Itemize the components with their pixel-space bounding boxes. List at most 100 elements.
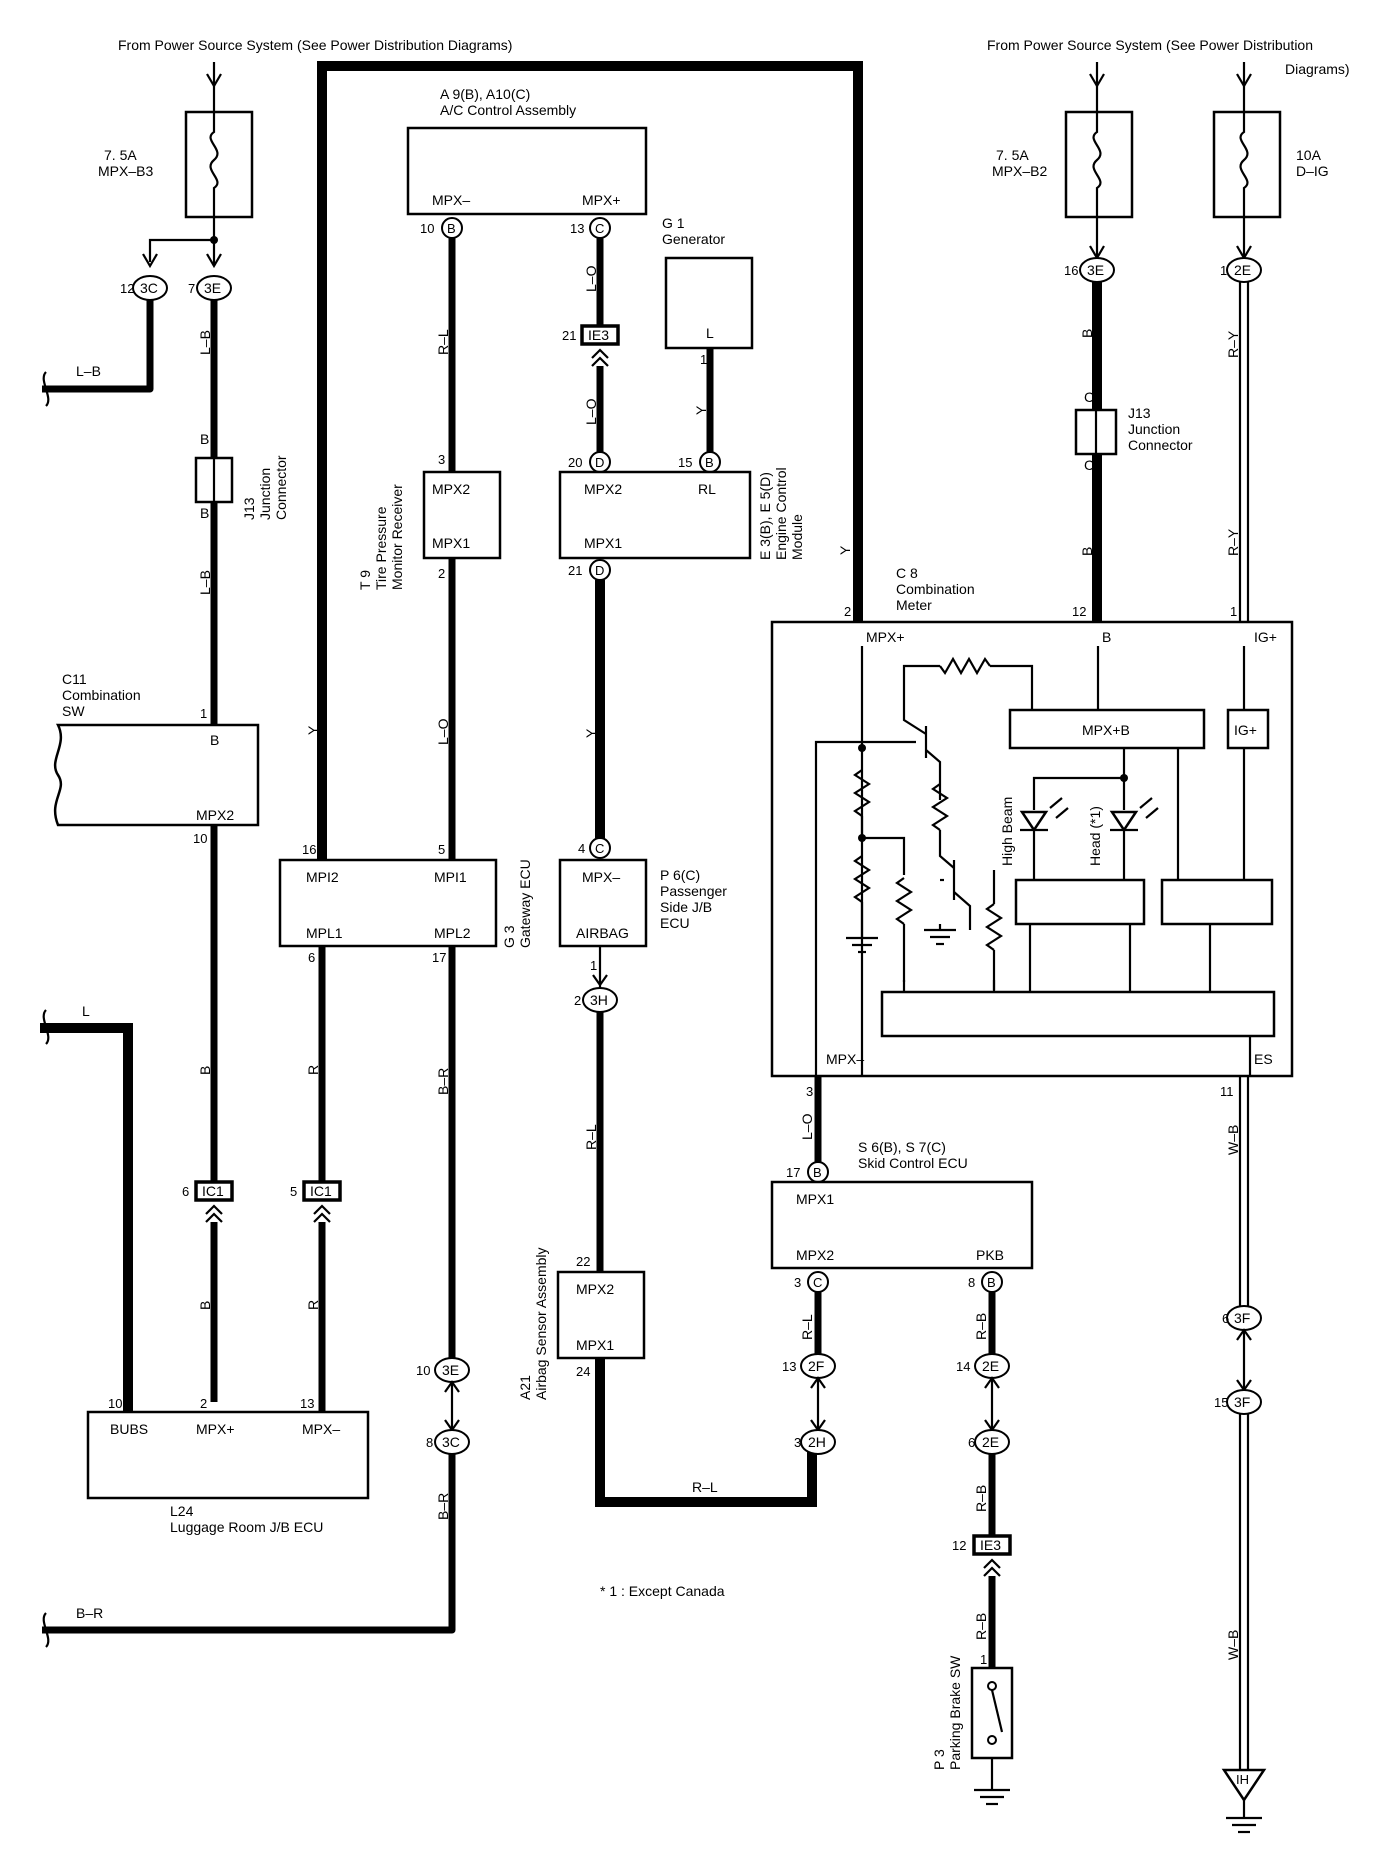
svg-text:2E: 2E — [1234, 262, 1251, 278]
combination-switch-c11: C11 Combination SW B MPX2 1 10 — [53, 671, 260, 846]
svg-text:16: 16 — [1064, 263, 1078, 278]
svg-text:10A: 10A — [1296, 147, 1322, 163]
svg-text:C: C — [595, 221, 604, 236]
connector-ic1-a: IC1 6 — [182, 1180, 234, 1223]
connector-2f: 2F 13 — [782, 1353, 836, 1379]
svg-text:3: 3 — [794, 1435, 801, 1450]
footnote: * 1 : Except Canada — [600, 1583, 725, 1599]
svg-text:10: 10 — [420, 221, 434, 236]
connector-3e-3c-arrows — [444, 1380, 460, 1432]
svg-text:2H: 2H — [808, 1434, 826, 1450]
wire-label-lb-3: L–B — [197, 570, 213, 595]
wire-label-y-loop-right: Y — [837, 545, 853, 555]
svg-text:3C: 3C — [140, 280, 158, 296]
svg-text:Combination: Combination — [896, 581, 975, 597]
svg-text:B: B — [705, 455, 714, 470]
connector-3e-c: 3E 10 — [416, 1357, 470, 1383]
svg-text:Head (*1): Head (*1) — [1087, 806, 1103, 866]
svg-text:3F: 3F — [1234, 1310, 1250, 1326]
svg-text:15: 15 — [678, 455, 692, 470]
wire-label-br-1: B–R — [435, 1068, 451, 1095]
svg-text:7: 7 — [188, 281, 195, 296]
svg-text:2F: 2F — [808, 1358, 824, 1374]
wire-label-lo-ac: L–O — [583, 265, 599, 292]
source-note-right: From Power Source System (See Power Dist… — [987, 37, 1313, 53]
svg-text:MPX–: MPX– — [432, 192, 470, 208]
svg-text:21: 21 — [568, 563, 582, 578]
svg-text:6: 6 — [182, 1184, 189, 1199]
svg-text:B: B — [987, 1275, 996, 1290]
passenger-side-jb-ecu: MPX– AIRBAG P 6(C) Passenger Side J/B EC… — [558, 858, 727, 973]
svg-text:3F: 3F — [1234, 1394, 1250, 1410]
svg-text:14: 14 — [956, 1359, 970, 1374]
svg-text:3C: 3C — [442, 1434, 460, 1450]
wire-label-wb-1: W–B — [1225, 1125, 1241, 1155]
skid-pin-c-3: C 3 — [794, 1271, 829, 1293]
skid-pin-b-8: B 8 — [968, 1271, 1003, 1293]
fuse-mpx-b3: 7. 5A MPX–B3 — [98, 110, 254, 219]
wire-label-l: L — [82, 1003, 90, 1019]
svg-text:MPX–B3: MPX–B3 — [98, 163, 153, 179]
svg-text:7. 5A: 7. 5A — [996, 147, 1029, 163]
svg-text:17: 17 — [432, 950, 446, 965]
pin-2-tire: 2 — [438, 566, 445, 581]
svg-text:3E: 3E — [204, 280, 221, 296]
wire-label-rl-pass: R–L — [583, 1124, 599, 1150]
junction-j13-left: B B J13 Junction Connector — [194, 431, 289, 521]
svg-text:5: 5 — [290, 1184, 297, 1199]
svg-text:E 3(B), E 5(D): E 3(B), E 5(D) — [757, 472, 773, 560]
svg-text:13: 13 — [300, 1396, 314, 1411]
svg-text:4: 4 — [578, 841, 585, 856]
svg-text:13: 13 — [570, 221, 584, 236]
svg-text:P 3: P 3 — [931, 1749, 947, 1770]
svg-text:13: 13 — [782, 1359, 796, 1374]
svg-text:J13: J13 — [241, 497, 257, 520]
ecm-pin-d-21: D 21 — [568, 559, 611, 581]
svg-text:11: 11 — [1220, 1084, 1234, 1099]
svg-text:12: 12 — [952, 1538, 966, 1553]
connector-2h: 2H 3 — [794, 1429, 836, 1455]
connector-3h: 3H 2 — [574, 987, 618, 1013]
svg-text:B: B — [210, 732, 219, 748]
svg-text:B: B — [447, 221, 456, 236]
svg-text:12: 12 — [1072, 604, 1086, 619]
svg-text:IC1: IC1 — [202, 1183, 224, 1199]
wire-y-loop — [317, 61, 863, 860]
svg-text:J13: J13 — [1128, 405, 1151, 421]
svg-text:MPX1: MPX1 — [584, 535, 622, 551]
svg-text:1: 1 — [700, 352, 707, 367]
connector-3e-a: 3E 7 — [188, 275, 232, 301]
svg-text:1: 1 — [1220, 263, 1227, 278]
svg-text:Airbag Sensor Assembly: Airbag Sensor Assembly — [533, 1247, 549, 1400]
engine-control-module: MPX2 RL MPX1 E 3(B), E 5(D) Engine Contr… — [558, 467, 805, 560]
svg-text:IC1: IC1 — [310, 1183, 332, 1199]
ac-pin-c: C 13 — [570, 217, 611, 239]
right-ry-chain: 2E 1 — [1220, 217, 1262, 622]
fuse-d-ig: 10A D–IG — [1212, 110, 1329, 219]
svg-text:17: 17 — [786, 1165, 800, 1180]
svg-text:8: 8 — [968, 1275, 975, 1290]
ecm-pin-b-15: B 15 — [678, 451, 721, 473]
svg-text:2: 2 — [200, 1396, 207, 1411]
svg-text:Gateway ECU: Gateway ECU — [517, 859, 533, 948]
svg-text:BUBS: BUBS — [110, 1421, 148, 1437]
svg-text:20: 20 — [568, 455, 582, 470]
connector-3c-a: 3C 12 — [120, 275, 168, 301]
connector-2e-c: 2E 6 — [968, 1429, 1010, 1455]
svg-text:MPX–B2: MPX–B2 — [992, 163, 1047, 179]
svg-text:Side J/B: Side J/B — [660, 899, 712, 915]
svg-text:Generator: Generator — [662, 231, 725, 247]
wire-label-rl-ac: R–L — [435, 329, 451, 355]
svg-text:MPX1: MPX1 — [796, 1191, 834, 1207]
wire-rl-airbag-skid — [595, 1358, 817, 1507]
gateway-ecu: MPI2 MPI1 MPL1 MPL2 G 3 Gateway ECU 16 5… — [278, 842, 533, 965]
parking-brake-switch: 1 P 3 Parking Brake SW — [931, 1652, 1014, 1806]
fuse-mpx-b2: 7. 5A MPX–B2 — [992, 110, 1134, 219]
svg-text:3E: 3E — [442, 1362, 459, 1378]
wire-label-rb-3: R–B — [973, 1613, 989, 1640]
svg-text:B: B — [200, 505, 209, 521]
svg-text:Junction: Junction — [1128, 421, 1180, 437]
svg-text:IG+: IG+ — [1254, 629, 1277, 645]
airbag-sensor-assembly: MPX2 MPX1 22 24 A21 Airbag Sensor Assemb… — [517, 1247, 646, 1400]
svg-text:PKB: PKB — [976, 1247, 1004, 1263]
